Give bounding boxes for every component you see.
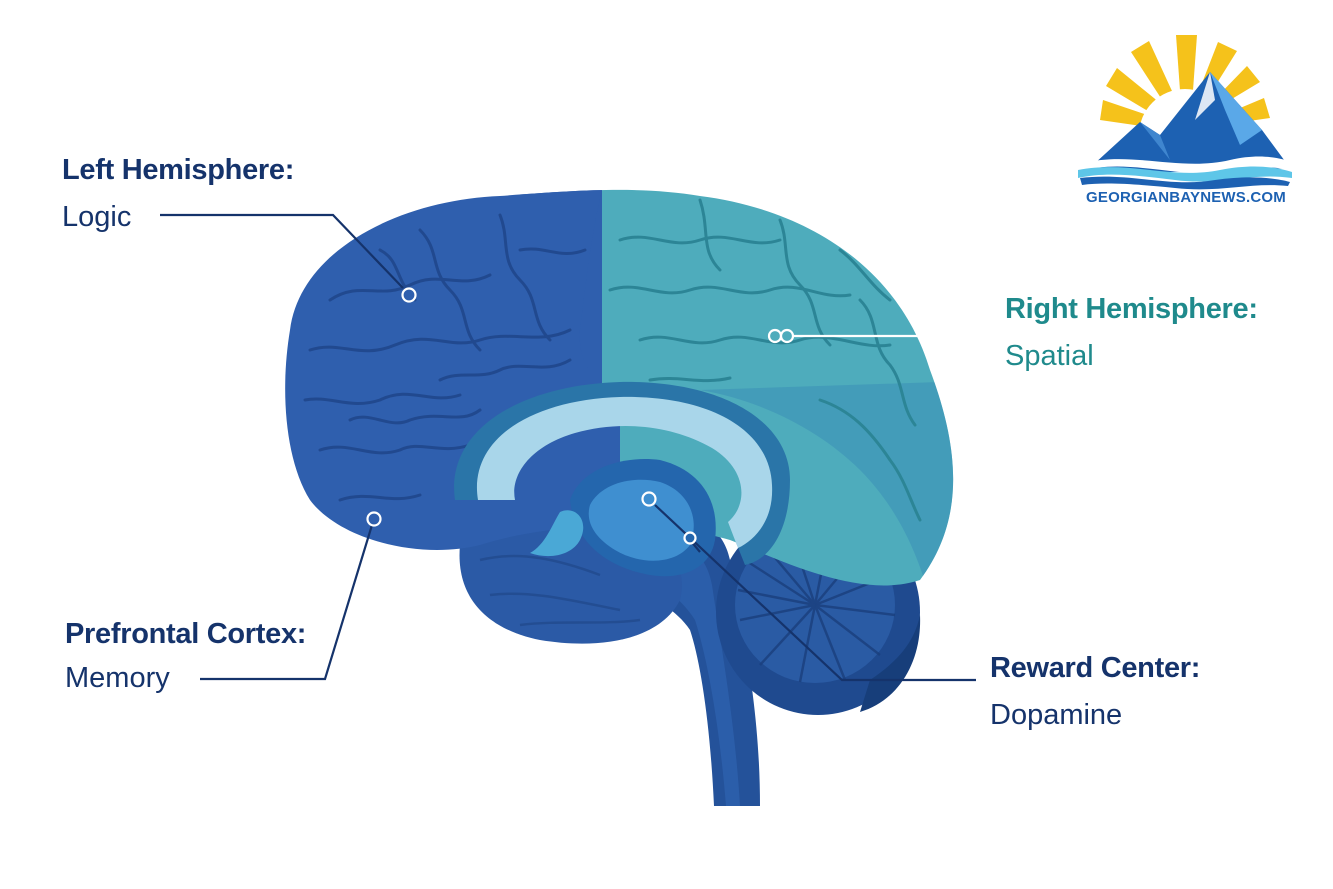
label-left-hemisphere-subtitle: Logic: [62, 201, 132, 233]
leader-line-reward-center: [654, 504, 976, 682]
label-right-hemisphere-subtitle: Spatial: [1005, 340, 1094, 372]
label-prefrontal-cortex-subtitle: Memory: [65, 662, 170, 694]
marker-prefrontal-cortex: [366, 511, 382, 527]
reward-center-region: [588, 479, 694, 561]
logo-text: GEORGIANBAYNEWS.COM: [1086, 189, 1286, 206]
marker-reward-center-secondary: [683, 531, 697, 545]
marker-left-hemisphere: [401, 287, 417, 303]
leader-line-prefrontal-cortex: [200, 524, 374, 681]
label-reward-center-title: Reward Center:: [990, 652, 1201, 684]
logo-water-icon: [1078, 156, 1292, 190]
leader-line-left-hemisphere: [160, 213, 404, 289]
label-right-hemisphere-title: Right Hemisphere:: [1005, 293, 1258, 325]
label-reward-center-subtitle: Dopamine: [990, 699, 1123, 731]
marker-reward-center: [641, 491, 657, 507]
label-left-hemisphere-title: Left Hemisphere:: [62, 154, 295, 186]
logo-mountain-icon: [1082, 72, 1290, 175]
label-prefrontal-cortex-title: Prefrontal Cortex:: [65, 618, 307, 650]
marker-right-hemisphere-a: [767, 328, 783, 344]
corpus-callosum: [476, 396, 773, 548]
marker-right-hemisphere-b: [779, 328, 795, 344]
